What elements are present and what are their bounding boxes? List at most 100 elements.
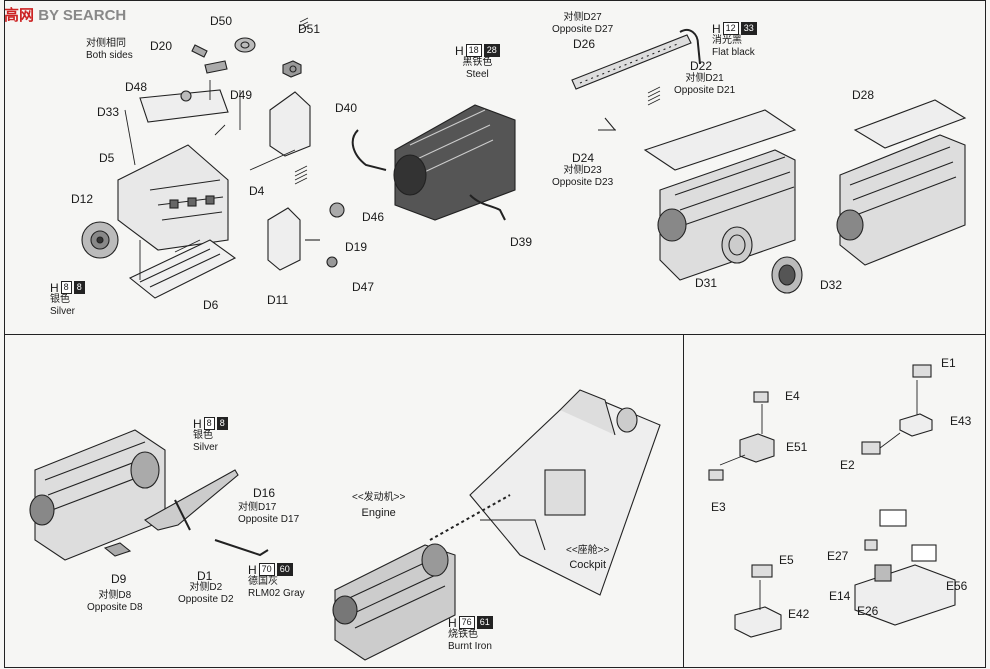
note-cockpit-cn: <<座舱>> xyxy=(566,545,610,556)
label-d31: D31 xyxy=(695,276,718,290)
note-opposite-d27-en: Opposite D27 xyxy=(552,24,614,35)
panel-cockpit-parts xyxy=(683,334,986,668)
paint-code-2: 8 xyxy=(73,281,85,294)
paint-code-1: 12 xyxy=(722,22,739,35)
paint-name-cn: 银色 xyxy=(193,430,213,441)
label-e3: E3 xyxy=(711,500,726,514)
paint-name-cn: 银色 xyxy=(50,294,70,305)
note-opposite-d27-cn: 对侧D27 xyxy=(563,12,602,23)
paint-code-h: H xyxy=(448,615,457,630)
note-opposite-d23-en: Opposite D23 xyxy=(552,177,614,188)
paint-name-en: Burnt Iron xyxy=(448,641,492,652)
paint-name-cn: 黑铁色 xyxy=(462,57,493,68)
note-engine: <<发动机>> Engine xyxy=(352,492,405,519)
paint-code-2: 33 xyxy=(740,22,757,35)
label-e56: E56 xyxy=(946,579,968,593)
note-cockpit: <<座舱>> Cockpit xyxy=(566,545,609,571)
label-d39: D39 xyxy=(510,235,533,249)
label-d48: D48 xyxy=(125,80,148,94)
note-opposite-d21-cn: 对侧D21 xyxy=(685,73,724,84)
label-d28: D28 xyxy=(852,88,875,102)
paint-name-en: Silver xyxy=(193,442,219,453)
part-engine-assembly-2-drawing xyxy=(836,99,967,266)
note-opposite-d17: 对侧D17 Opposite D17 xyxy=(238,502,299,526)
label-d16: D16 xyxy=(253,486,276,500)
paint-code-h: H xyxy=(193,416,202,431)
part-d50-drawing xyxy=(234,37,256,53)
label-d32: D32 xyxy=(820,278,843,292)
label-d33: D33 xyxy=(97,105,120,119)
watermark-text: BY SEARCH xyxy=(38,7,127,24)
part-d51-drawing xyxy=(282,60,302,78)
label-d19: D19 xyxy=(345,240,368,254)
paint-code-h: H xyxy=(50,280,59,295)
note-both-sides: 对侧相同 Both sides xyxy=(86,38,133,62)
paint-name-cn: 烧铁色 xyxy=(448,629,478,640)
label-e2: E2 xyxy=(840,458,855,472)
paint-name-en: Flat black xyxy=(712,47,755,58)
paint-code-1: 8 xyxy=(60,281,72,294)
label-d1: D1 xyxy=(197,569,213,583)
label-e4: E4 xyxy=(785,389,800,403)
note-opposite-d8-en: Opposite D8 xyxy=(87,602,143,613)
label-d4: D4 xyxy=(249,184,265,198)
paint-code-2: 8 xyxy=(216,417,228,430)
note-opposite-d2-cn: 对侧D2 xyxy=(189,582,223,593)
note-opposite-d17-en: Opposite D17 xyxy=(238,514,300,525)
label-d22: D22 xyxy=(690,59,713,73)
note-engine-cn: <<发动机>> xyxy=(352,492,406,503)
label-d12: D12 xyxy=(71,192,94,206)
paint-name-en: Silver xyxy=(50,306,76,317)
paint-code-1: 76 xyxy=(458,616,475,629)
label-e51: E51 xyxy=(786,440,808,454)
label-e14: E14 xyxy=(829,589,851,603)
label-d49: D49 xyxy=(230,88,253,102)
paint-name-cn: 德国灰 xyxy=(248,576,278,587)
note-opposite-d2: 对侧D2 Opposite D2 xyxy=(178,582,234,606)
paint-code-1: 70 xyxy=(258,563,275,576)
label-d6: D6 xyxy=(203,298,219,312)
label-e27: E27 xyxy=(827,549,849,563)
label-d40: D40 xyxy=(335,101,358,115)
note-opposite-d23: 对侧D23 Opposite D23 xyxy=(552,165,613,189)
part-d12-drawing xyxy=(81,221,119,259)
note-cockpit-en: Cockpit xyxy=(569,559,607,571)
note-opposite-d21-en: Opposite D21 xyxy=(674,85,736,96)
part-engine-side-drawing xyxy=(29,429,166,561)
note-opposite-d8-cn: 对侧D8 xyxy=(98,590,132,601)
label-d46: D46 xyxy=(362,210,385,224)
paint-code-1: 8 xyxy=(203,417,215,430)
part-engine-mounted-drawing xyxy=(332,543,456,661)
watermark-brand: 高网 xyxy=(4,7,35,24)
note-both-sides-en: Both sides xyxy=(86,50,133,61)
label-d24: D24 xyxy=(572,151,595,165)
note-opposite-d2-en: Opposite D2 xyxy=(178,594,234,605)
paint-code-2: 61 xyxy=(476,616,493,629)
part-d48-drawing xyxy=(139,89,229,123)
label-d47: D47 xyxy=(352,280,375,294)
note-opposite-d21: 对侧D21 Opposite D21 xyxy=(674,73,735,97)
label-d20: D20 xyxy=(150,39,173,53)
label-e5: E5 xyxy=(779,553,794,567)
note-opposite-d17-cn: 对侧D17 xyxy=(238,502,277,513)
paint-code-h: H xyxy=(455,43,464,58)
paint-name-en: Steel xyxy=(465,69,489,80)
part-cockpit-frame-drawing xyxy=(469,389,661,596)
paint-name-en: RLM02 Gray xyxy=(248,588,305,599)
note-both-sides-cn: 对侧相同 xyxy=(86,38,126,49)
label-e42: E42 xyxy=(788,607,810,621)
label-d5: D5 xyxy=(99,151,115,165)
note-engine-en: Engine xyxy=(361,507,396,519)
paint-name-cn: 消光黑 xyxy=(712,35,742,46)
label-e26: E26 xyxy=(857,604,879,618)
paint-code-2: 28 xyxy=(483,44,500,57)
label-d50: D50 xyxy=(210,14,233,28)
label-e43: E43 xyxy=(950,414,972,428)
